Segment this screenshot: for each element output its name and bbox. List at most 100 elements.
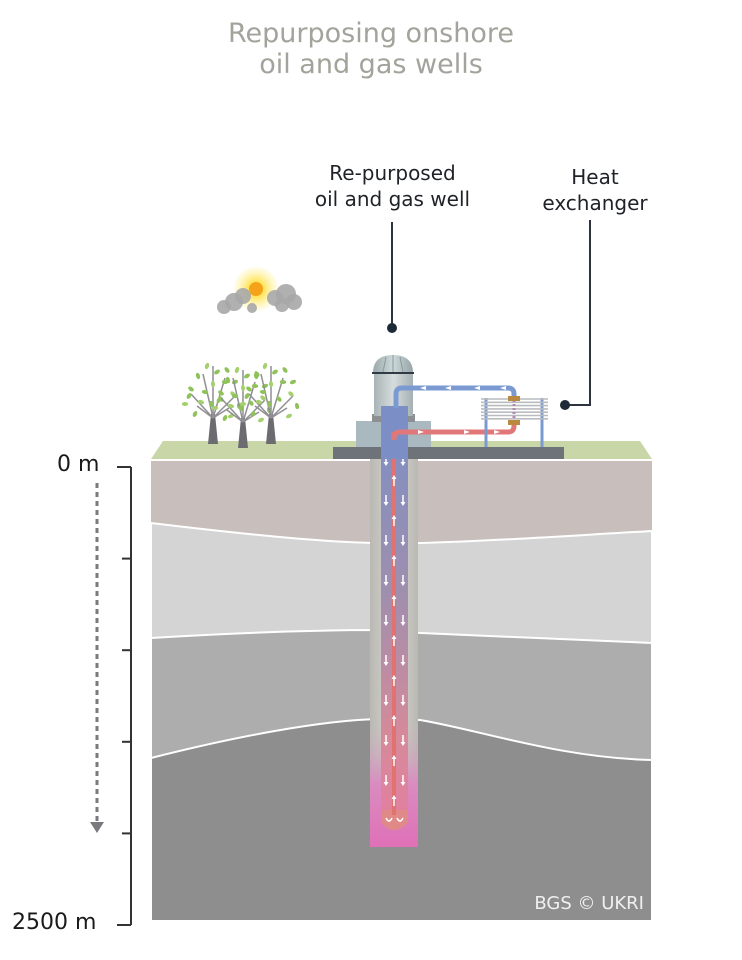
well-label: Re-purposed oil and gas well — [300, 160, 485, 212]
arrow-down-icon — [383, 542, 389, 546]
tree-branch — [254, 405, 272, 419]
tree-leaf — [255, 399, 263, 405]
arrow-down-icon — [400, 582, 406, 586]
arrow-down-icon — [400, 622, 406, 626]
depth-scale-ticks — [122, 557, 131, 835]
tree-leaf — [211, 406, 219, 410]
tree-leaf — [214, 369, 220, 375]
heat-exchanger-label-line-2: exchanger — [542, 191, 648, 215]
hot-supply-pipe — [391, 422, 517, 440]
tree-leaf — [246, 386, 252, 392]
arrow-up-icon — [391, 515, 397, 519]
tree-leaf — [244, 393, 250, 399]
tree-leaf — [279, 379, 287, 385]
tree-branch — [202, 373, 214, 419]
tree-leaf — [231, 393, 239, 399]
tree-leaf — [218, 390, 224, 396]
flow-turn-icon — [396, 817, 404, 822]
arrow-up-icon — [391, 795, 397, 799]
heat-exchanger-flange — [508, 396, 520, 401]
tree-leaf — [288, 391, 294, 397]
arrow-up-icon — [391, 635, 397, 639]
tree-leaf — [258, 417, 264, 423]
tree-branch — [226, 409, 244, 423]
arrow-down-icon — [383, 742, 389, 746]
heat-exchanger-label-line-1: Heat — [571, 165, 619, 189]
tree-leaf — [192, 410, 198, 418]
tree-leaf — [208, 400, 214, 408]
depth-bottom-label: 2500 m — [12, 910, 97, 935]
arrow-down-icon — [383, 662, 389, 666]
arrow-down-icon — [383, 502, 389, 506]
tree-icon — [181, 362, 300, 448]
arrow-up-icon — [391, 475, 397, 479]
arrow-down-icon — [400, 742, 406, 746]
tree-branch — [212, 407, 230, 419]
tree-leaf — [253, 372, 259, 380]
tree-leaf — [234, 366, 240, 374]
tree-leaf — [197, 399, 205, 405]
arrow-right-icon — [464, 430, 470, 434]
arrow-down-icon — [383, 462, 389, 466]
tree-leaf — [250, 410, 256, 418]
tree-branch — [190, 393, 214, 419]
heat-exchanger-flange — [508, 420, 520, 425]
arrow-right-icon — [418, 430, 424, 434]
well-pad — [333, 447, 564, 459]
tree-leaf — [266, 400, 272, 408]
credit-text: BGS © UKRI — [534, 893, 644, 914]
tree-leaf — [195, 372, 201, 380]
tree-branch — [242, 411, 260, 423]
tree-branch — [196, 405, 214, 419]
well-borehole — [370, 406, 418, 847]
cloud-icon — [217, 288, 257, 314]
tree-leaf — [227, 403, 235, 409]
arrow-down-icon — [400, 662, 406, 666]
diagram-title: Repurposing onshore oil and gas wells — [0, 18, 742, 80]
arrow-down-icon — [383, 782, 389, 786]
tree-branch — [220, 397, 244, 423]
well-label-line-1: Re-purposed — [329, 161, 456, 185]
tree-leaf — [204, 362, 210, 370]
tree-leaf — [260, 395, 266, 401]
tree-leaf — [224, 367, 230, 373]
tree-leaf — [240, 384, 246, 392]
arrow-down-icon — [383, 582, 389, 586]
well-flow-arrows — [383, 455, 406, 822]
tree-trunk — [208, 414, 218, 444]
arrow-down-icon — [400, 782, 406, 786]
tree-leaf — [210, 380, 216, 388]
weather-icons — [217, 267, 302, 314]
cold-return-pipe — [393, 385, 517, 408]
dome-rib — [382, 356, 387, 373]
arrow-down-icon — [383, 622, 389, 626]
arrow-down-icon — [400, 462, 406, 466]
tree-leaf — [282, 367, 288, 373]
tree-leaf — [222, 414, 228, 422]
arrow-up-icon — [391, 555, 397, 559]
arrow-left-icon — [420, 386, 426, 390]
tree-branch — [260, 373, 272, 419]
arrow-left-icon — [445, 386, 451, 390]
well-label-line-2: oil and gas well — [314, 187, 471, 211]
tree-branch — [270, 407, 288, 419]
tree-branch — [248, 393, 272, 419]
heat-exchanger-icon — [481, 396, 548, 447]
tree-leaf — [188, 386, 194, 392]
heat-exchanger-leader-dot — [560, 400, 570, 410]
tree-trunk — [266, 414, 276, 444]
tree-leaf — [238, 404, 244, 412]
sun-core — [249, 282, 263, 296]
well-leader-dot — [387, 323, 397, 333]
arrow-down-icon — [400, 542, 406, 546]
tree-branch — [270, 395, 294, 419]
flow-turn-icon — [385, 817, 393, 822]
tree-leaf — [225, 376, 231, 384]
arrow-right-icon — [494, 430, 500, 434]
tree-branch — [232, 377, 244, 423]
tree-leaf — [276, 396, 282, 402]
tree-leaf — [251, 383, 259, 389]
tree-leaf — [201, 389, 209, 395]
tree-leaf — [248, 400, 254, 406]
well-bottom-cap — [381, 810, 408, 830]
